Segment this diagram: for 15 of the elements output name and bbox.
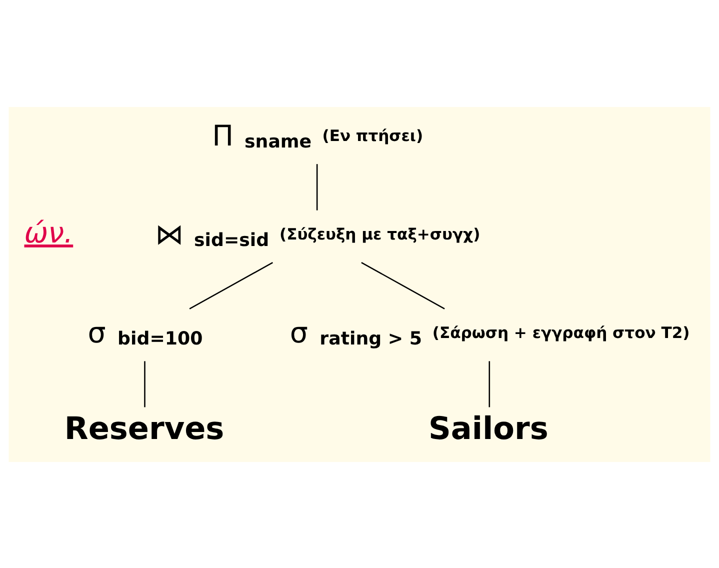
connector [189, 261, 274, 309]
node-text: Reserves [64, 410, 224, 446]
node-text: ⋈ sid=sid [155, 217, 270, 250]
node-label: (Σύζευξη με ταξ+συγχ) [279, 224, 480, 243]
connector [361, 261, 445, 309]
node-text: σ bid=100 [88, 316, 203, 349]
node-label: (Σάρωση + εγγραφή στον T2) [432, 323, 690, 342]
node-label: (Εν πτήσει) [322, 126, 424, 144]
connector [144, 360, 146, 407]
node-text: σ rating > 5 [290, 316, 422, 349]
label: ών. [24, 216, 74, 250]
node-text: Π sname [212, 118, 312, 152]
connector [316, 164, 318, 210]
node-text: Sailors [428, 410, 548, 446]
connector [488, 360, 490, 407]
